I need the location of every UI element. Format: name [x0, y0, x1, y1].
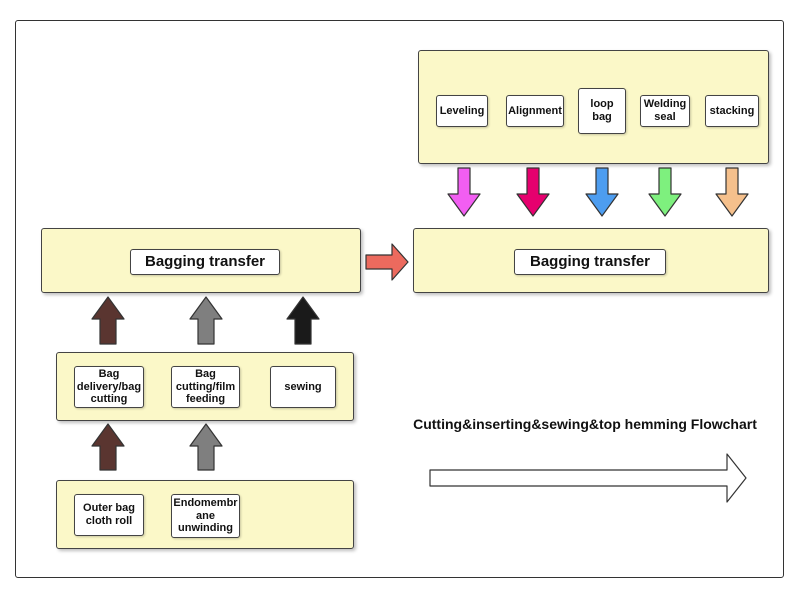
- step-sewing: sewing: [270, 366, 336, 408]
- bagging-transfer-left: Bagging transfer: [130, 249, 280, 275]
- arrow-down-stacking: [715, 167, 749, 217]
- step-welding-seal: Welding seal: [640, 95, 690, 127]
- arrow-up-sewing: [286, 296, 320, 345]
- step-bag-cutting-film-feeding: Bag cutting/film feeding: [171, 366, 240, 408]
- arrow-down-alignment: [516, 167, 550, 217]
- arrow-up-bag-cutting: [189, 296, 223, 345]
- flowchart-title: Cutting&inserting&sewing&top hemming Flo…: [413, 416, 757, 432]
- arrow-up-endomembrane: [189, 423, 223, 471]
- step-stacking: stacking: [705, 95, 759, 127]
- arrow-up-bag-delivery: [91, 296, 125, 345]
- bagging-transfer-right: Bagging transfer: [514, 249, 666, 275]
- step-leveling: Leveling: [436, 95, 488, 127]
- arrow-up-outer-bag: [91, 423, 125, 471]
- arrow-down-leveling: [447, 167, 481, 217]
- arrow-right-transfer: [365, 243, 409, 281]
- arrow-down-loop-bag: [585, 167, 619, 217]
- arrow-down-welding-seal: [648, 167, 682, 217]
- process-direction-arrow: [429, 453, 747, 503]
- step-loop-bag: loop bag: [578, 88, 626, 134]
- step-alignment: Alignment: [506, 95, 564, 127]
- step-outer-bag-cloth-roll: Outer bag cloth roll: [74, 494, 144, 536]
- step-endomembrane-unwinding: Endomembr ane unwinding: [171, 494, 240, 538]
- step-bag-delivery-cutting: Bag delivery/bag cutting: [74, 366, 144, 408]
